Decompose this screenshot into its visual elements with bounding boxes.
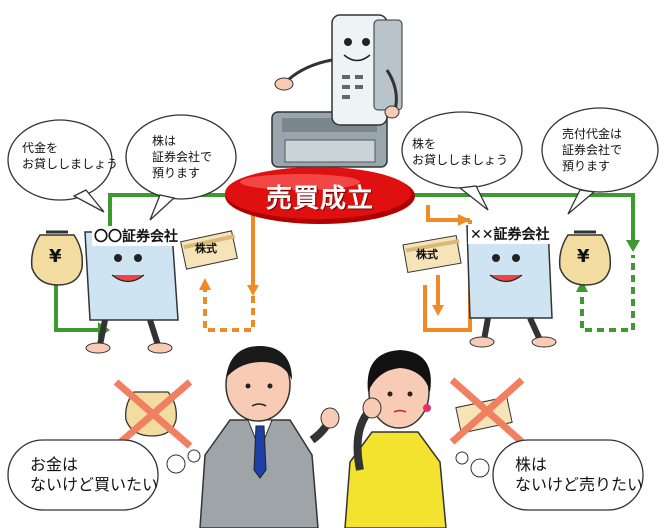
seller-speech-bubble (455, 439, 644, 511)
left-yen-icon: ¥ (49, 246, 62, 267)
buyer-man-figure (199, 345, 340, 528)
left-stock-bundle (180, 230, 238, 270)
right-yen-icon: ¥ (577, 246, 590, 267)
buyer-speech-bubble (7, 439, 201, 511)
bubble-left-stock (125, 114, 237, 221)
right-firm-name-text: 証券会社 (493, 227, 550, 243)
right-yen-bag (558, 230, 612, 286)
seller-speech-text: 株は ないけど売りたい (515, 455, 644, 494)
left-firm-name: 〇〇証券会社 (92, 226, 180, 246)
right-firm-stock-bubble-text: 株を お貸ししましょう (412, 137, 509, 167)
buyer-no-money-icon (113, 379, 193, 449)
bubble-right-stock (401, 111, 523, 211)
right-stock-label: 株式 (416, 248, 438, 261)
left-firm-stock-bubble-text: 株は 証券会社で 預ります (152, 134, 213, 180)
trade-executed-banner (225, 167, 415, 224)
right-firm-name: ✕✕証券会社 (468, 224, 552, 244)
seller-woman-figure (344, 350, 447, 528)
left-firm-money-bubble-text: 代金を お貸ししましょう (22, 141, 119, 171)
exchange-machine-illustration (271, 14, 403, 168)
left-yen-bag (30, 230, 84, 286)
buyer-speech-text: お金は ないけど買いたい (30, 455, 159, 494)
left-firm-prefix: 〇〇 (94, 229, 122, 245)
seller-no-stock-icon (449, 377, 525, 445)
left-firm-name-text: 証券会社 (122, 229, 178, 245)
right-stock-bundle (402, 234, 462, 274)
left-stock-label: 株式 (195, 242, 217, 255)
bubble-left-money (7, 119, 113, 213)
stock-flow-lines (199, 205, 472, 332)
right-firm-prefix: ✕✕ (470, 227, 494, 243)
bubble-right-money (541, 107, 659, 215)
right-firm-character (466, 225, 557, 348)
trade-executed-label: 売買成立 (265, 184, 374, 214)
right-firm-money-bubble-text: 売付代金は 証券会社で 預ります (562, 127, 623, 173)
left-firm-character (84, 231, 179, 354)
